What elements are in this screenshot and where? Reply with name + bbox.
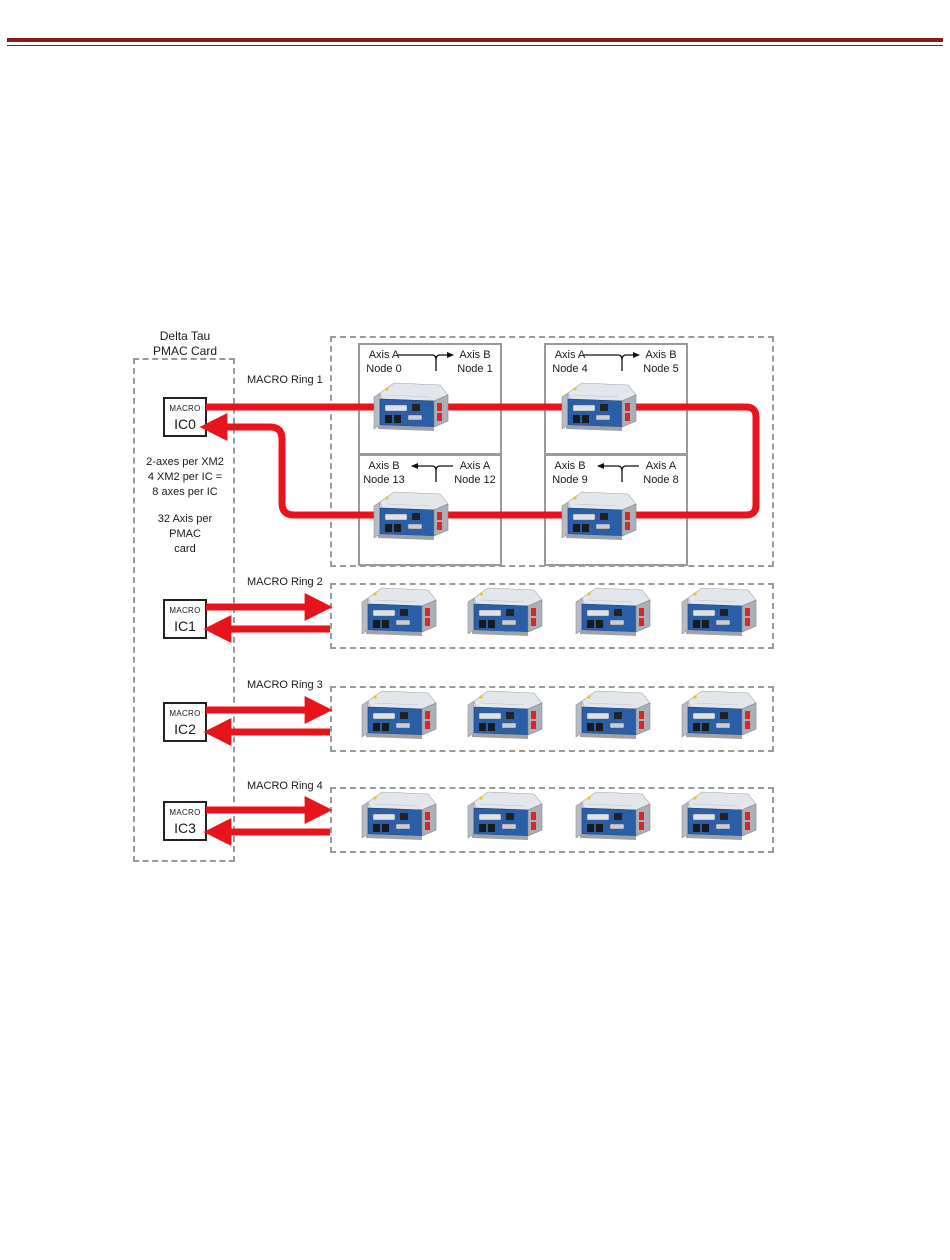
xm2-device — [362, 691, 436, 739]
xm2-device — [576, 792, 650, 840]
axis-name: Axis B — [631, 348, 691, 362]
axis-name: Axis B — [354, 459, 414, 473]
node-box-9-8-left-label: Axis B Node 9 — [540, 459, 600, 487]
xm2-device — [576, 691, 650, 739]
node-name: Node 13 — [354, 473, 414, 487]
node-box-0-1-right-label: Axis B Node 1 — [445, 348, 505, 376]
xm2-device — [468, 691, 542, 739]
node-name: Node 5 — [631, 362, 691, 376]
node-name: Node 8 — [631, 473, 691, 487]
xm2-device — [362, 792, 436, 840]
xm2-device — [682, 792, 756, 840]
axis-name: Axis A — [631, 459, 691, 473]
node-box-0-1-left-label: Axis A Node 0 — [354, 348, 414, 376]
xm2-device — [362, 588, 436, 636]
xm2-device — [682, 691, 756, 739]
xm2-device — [576, 588, 650, 636]
node-box-13-12-left-label: Axis B Node 13 — [354, 459, 414, 487]
node-name: Node 12 — [445, 473, 505, 487]
node-name: Node 4 — [540, 362, 600, 376]
xm2-device — [468, 588, 542, 636]
axis-name: Axis A — [540, 348, 600, 362]
xm2-device — [682, 588, 756, 636]
xm2-device-node4-5 — [562, 383, 636, 431]
xm2-device-node9-8 — [562, 492, 636, 540]
xm2-device-node0-1 — [374, 383, 448, 431]
node-name: Node 1 — [445, 362, 505, 376]
axis-name: Axis A — [354, 348, 414, 362]
node-name: Node 0 — [354, 362, 414, 376]
node-box-9-8-right-label: Axis A Node 8 — [631, 459, 691, 487]
node-name: Node 9 — [540, 473, 600, 487]
axis-name: Axis B — [445, 348, 505, 362]
axis-name: Axis B — [540, 459, 600, 473]
node-box-4-5-left-label: Axis A Node 4 — [540, 348, 600, 376]
xm2-device-node13-12 — [374, 492, 448, 540]
axis-name: Axis A — [445, 459, 505, 473]
xm2-device — [468, 792, 542, 840]
node-box-13-12-right-label: Axis A Node 12 — [445, 459, 505, 487]
node-box-4-5-right-label: Axis B Node 5 — [631, 348, 691, 376]
